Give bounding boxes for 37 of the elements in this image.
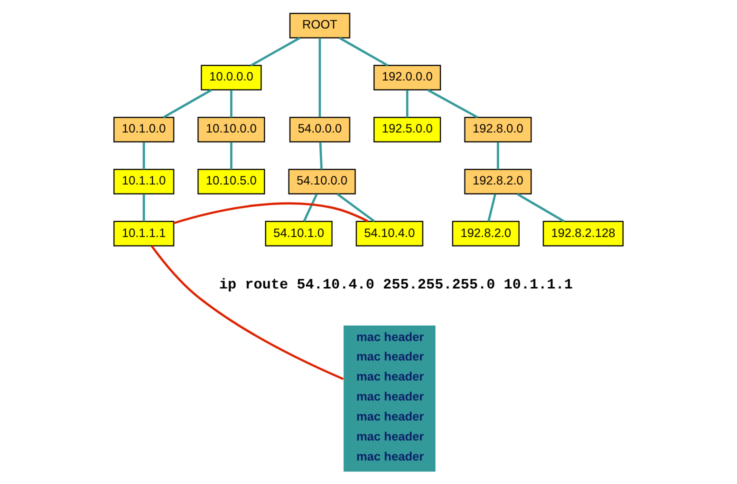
node-box: 192.8.2.0	[464, 168, 532, 194]
connector	[516, 192, 565, 222]
node-box: 54.10.1.0	[265, 220, 333, 246]
node-box: mac header mac header mac header mac header mac header mac header mac header	[344, 325, 436, 472]
node-box: 54.10.4.0	[356, 220, 424, 246]
node-box: 192.8.2.0	[452, 220, 520, 246]
node-box: 192.0.0.0	[373, 64, 441, 90]
connector	[427, 88, 478, 118]
connector	[318, 38, 321, 117]
connector	[142, 194, 145, 221]
node-box: 192.8.0.0	[464, 116, 532, 142]
node-box: 10.0.0.0	[200, 64, 262, 90]
connector	[336, 192, 375, 222]
connector	[173, 202, 368, 224]
connector	[250, 36, 300, 66]
node-box: ROOT	[289, 12, 350, 38]
connector	[406, 90, 408, 117]
node-box: 10.1.1.0	[113, 168, 174, 194]
connector	[319, 142, 323, 169]
node-box: 10.10.5.0	[198, 168, 266, 194]
connector	[302, 193, 318, 222]
connector	[162, 88, 212, 118]
connector	[142, 142, 145, 169]
connector	[230, 90, 232, 117]
connector	[487, 194, 496, 222]
label: ip route 54.10.4.0 255.255.255.0 10.1.1.1	[219, 276, 573, 293]
connector	[230, 142, 232, 169]
node-box: 10.1.0.0	[113, 116, 174, 142]
node-box: 54.10.0.0	[288, 168, 356, 194]
node-box: 10.1.1.1	[113, 220, 174, 246]
connector	[150, 244, 344, 380]
connector	[339, 36, 388, 66]
node-box: 192.8.2.128	[542, 220, 624, 246]
node-box: 10.10.0.0	[198, 116, 266, 142]
connector	[496, 142, 500, 169]
node-box: 192.5.0.0	[373, 116, 441, 142]
node-box: 54.0.0.0	[289, 116, 350, 142]
